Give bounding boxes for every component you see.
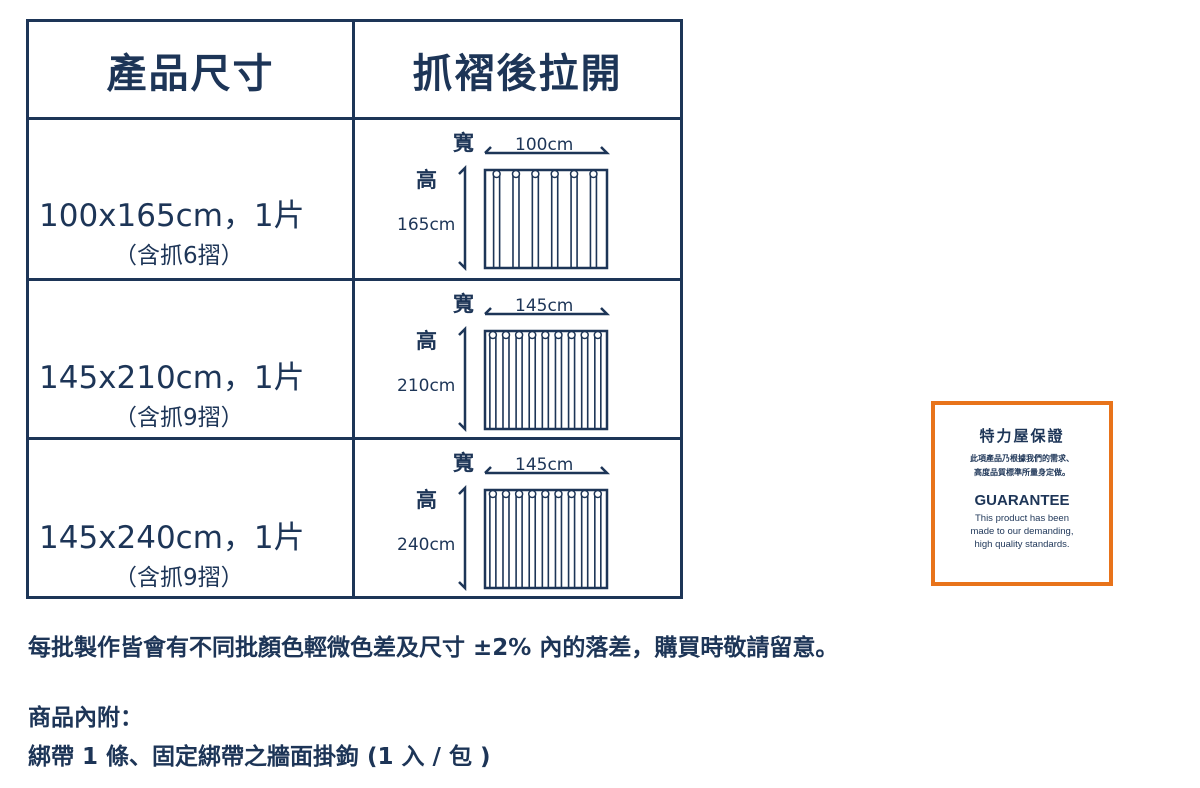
pleat-hook (541, 489, 550, 499)
height-arrow (458, 164, 467, 272)
height-value: 240cm (397, 535, 455, 555)
pleat-hook (527, 489, 537, 499)
curtain-pleat (580, 335, 589, 429)
pleat-hook (527, 330, 537, 340)
row-size: 100x165cm，1片 (39, 198, 305, 234)
curtain-outline (483, 168, 609, 270)
curtain-pleat (528, 494, 537, 588)
pleat-hook (514, 489, 524, 499)
pleat-hook (488, 489, 498, 499)
pleat-hook (567, 489, 576, 499)
curtain-pleat (554, 335, 563, 429)
guarantee-title-zh: 特力屋保證 (979, 427, 1065, 445)
width-label: 寬 (453, 131, 474, 155)
curtain-pleat (489, 494, 497, 588)
curtain-diagram: 寬 145cm 高 210cm (397, 292, 611, 433)
pleat-hook (550, 169, 559, 179)
row-pleats: （含抓9摺） (114, 565, 244, 591)
guarantee-badge: 特力屋保證 此項產品乃根據我們的需求、高度品質標準所量身定做。 GUARANTE… (931, 401, 1113, 586)
width-arrow (484, 146, 611, 155)
pleat-hook (580, 330, 589, 340)
curtain-pleat (502, 494, 510, 588)
pleat-hook (531, 169, 540, 179)
width-value: 145cm (515, 455, 573, 475)
row-pleats: （含抓6摺） (114, 243, 244, 269)
curtain-pleat (512, 174, 520, 268)
pleat-hook (511, 169, 521, 179)
curtain-pleat (594, 494, 602, 588)
guarantee-text-zh: 此項產品乃根據我們的需求、高度品質標準所量身定做。 (970, 454, 1074, 477)
pleat-hook (580, 489, 589, 499)
curtain-pleat (489, 335, 497, 429)
height-label: 高 (416, 329, 437, 353)
curtain-pleat (502, 335, 510, 429)
color-size-note: 每批製作皆會有不同批顏色輕微色差及尺寸 ±2% 內的落差，購買時敬請留意。 (28, 635, 839, 661)
height-arrow (458, 325, 467, 433)
curtain-pleat (541, 494, 550, 588)
pleat-hook (589, 169, 598, 179)
guarantee-title-en: GUARANTEE (974, 492, 1070, 509)
height-label: 高 (416, 168, 437, 192)
pleat-hook (569, 169, 579, 179)
row-size: 145x240cm，1片 (39, 520, 305, 556)
width-label: 寬 (453, 292, 474, 316)
width-arrow (484, 466, 611, 475)
pleat-hook (554, 489, 563, 499)
pleat-hook (514, 330, 524, 340)
row-pleats: （含抓9摺） (114, 405, 244, 431)
curtain-pleat (515, 494, 523, 588)
pleat-hook (567, 330, 576, 340)
curtain-pleat (589, 174, 598, 268)
width-value: 145cm (515, 296, 573, 316)
curtain-pleat (580, 494, 589, 588)
curtain-pleat (515, 335, 523, 429)
pleat-hook (501, 489, 511, 499)
included-title: 商品內附： (28, 705, 143, 731)
curtain-diagram: 寬 145cm 高 240cm (397, 451, 611, 592)
row-divider (29, 437, 680, 440)
row-divider (29, 278, 680, 281)
row-size: 145x210cm，1片 (39, 360, 305, 396)
included-items: 綁帶 1 條、固定綁帶之牆面掛鉤 (1 入 / 包 ) (28, 744, 491, 770)
pleat-hook (492, 169, 501, 179)
curtain-pleat (570, 174, 578, 268)
pleat-hook (593, 489, 603, 499)
header-product-size: 產品尺寸 (106, 51, 275, 97)
row-divider (29, 117, 680, 120)
width-arrow (484, 307, 611, 316)
height-value: 210cm (397, 376, 455, 396)
pleat-hook (501, 330, 511, 340)
curtain-pleat (594, 335, 602, 429)
size-table: 產品尺寸 抓褶後拉開 100x165cm，1片 （含抓6摺） 145x210cm… (26, 19, 683, 599)
pleat-hook (541, 330, 550, 340)
pleat-hook (593, 330, 603, 340)
height-label: 高 (416, 488, 437, 512)
width-label: 寬 (453, 451, 474, 475)
curtain-pleat (567, 335, 576, 429)
curtain-pleat (550, 174, 559, 268)
height-arrow (458, 484, 467, 592)
curtain-pleat (541, 335, 550, 429)
curtain-diagram: 寬 100cm 高 165cm (397, 131, 611, 272)
pleat-hook (554, 330, 563, 340)
height-value: 165cm (397, 215, 455, 235)
curtain-pleat (528, 335, 537, 429)
width-value: 100cm (515, 135, 573, 155)
column-divider (352, 22, 355, 596)
header-opened-size: 抓褶後拉開 (412, 51, 623, 97)
curtain-pleat (531, 174, 540, 268)
curtain-pleat (492, 174, 501, 268)
pleat-hook (488, 330, 498, 340)
curtain-pleat (554, 494, 563, 588)
curtain-pleat (567, 494, 576, 588)
